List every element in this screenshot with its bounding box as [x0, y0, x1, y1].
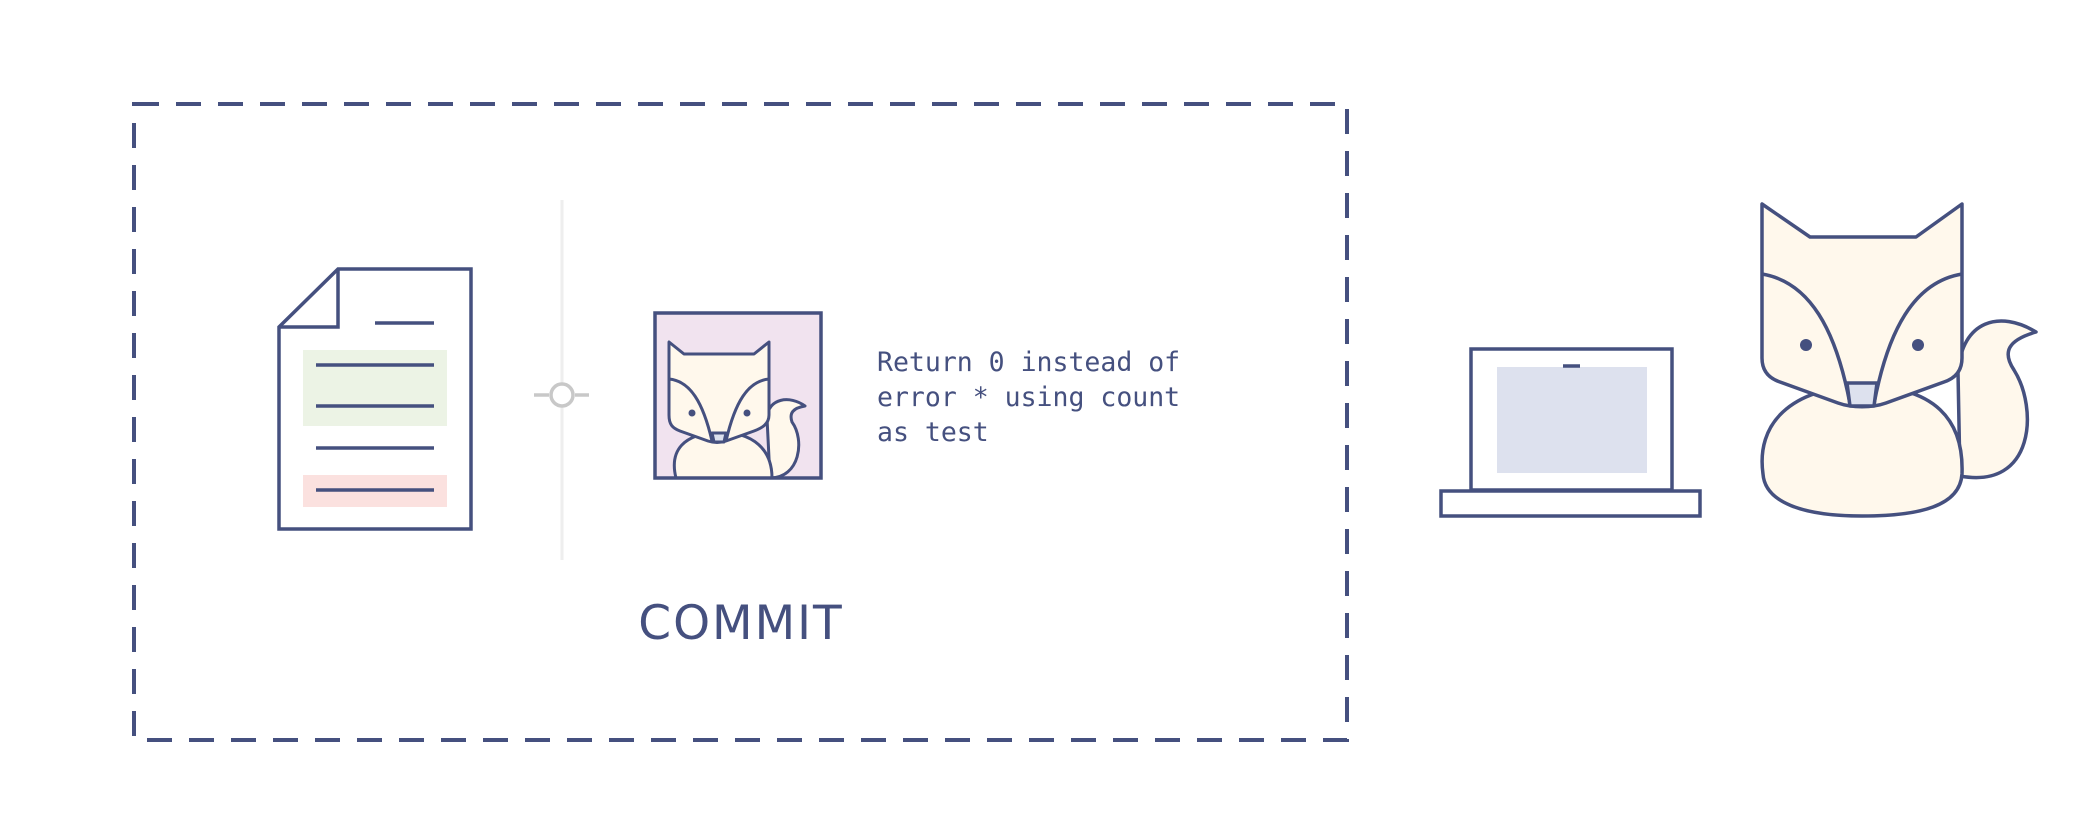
commit-message-line: Return 0 instead of: [877, 347, 1180, 378]
commit-message-line: error * using count: [877, 382, 1180, 413]
fox-mascot-icon: [1760, 202, 2038, 518]
laptop-icon: [1439, 347, 1702, 518]
commit-message: Return 0 instead of error * using count …: [877, 347, 1180, 448]
fox-eye-right: [1912, 339, 1924, 351]
commit-node-icon: [534, 382, 589, 408]
fox-eye-left: [1800, 339, 1812, 351]
commit-label: COMMIT: [638, 596, 844, 651]
fox-avatar-icon: [653, 311, 823, 480]
added-lines-highlight: [303, 350, 447, 426]
document-diff-icon: [277, 267, 473, 531]
commit-frame: [132, 102, 1349, 742]
commit-message-line: as test: [877, 417, 989, 448]
